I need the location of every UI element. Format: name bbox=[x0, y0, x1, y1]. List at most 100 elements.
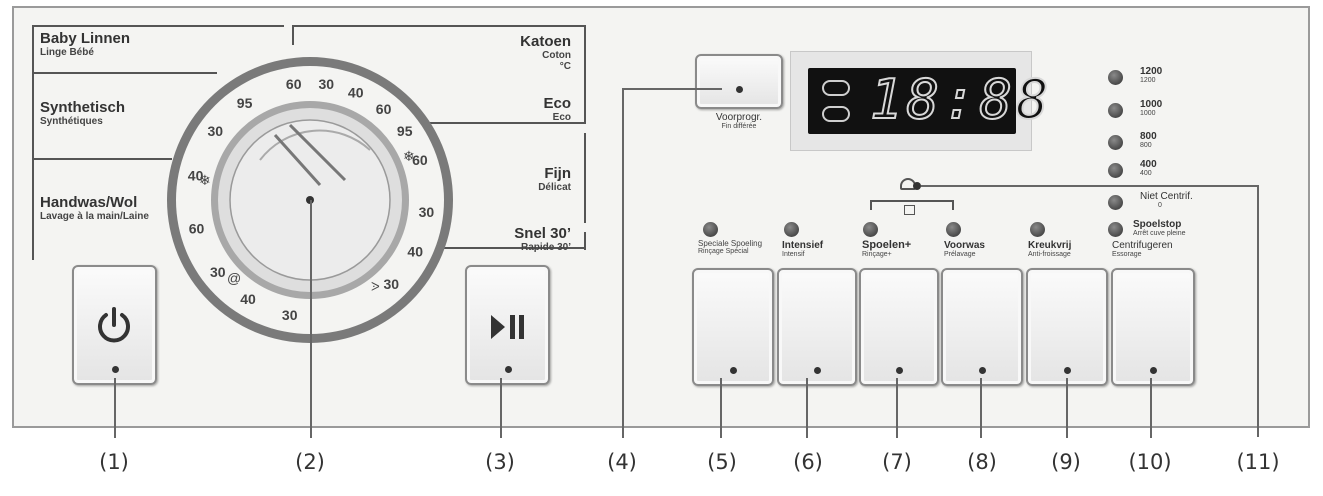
dial-temperature-label: 40 bbox=[407, 243, 423, 259]
callout-4-leader bbox=[622, 88, 624, 438]
spin-led-1000 bbox=[1108, 103, 1123, 118]
program-synthetisch: Synthetisch Synthétiques bbox=[40, 100, 125, 128]
dial-temperature-label: 30 bbox=[419, 204, 435, 220]
callout-8: (8) bbox=[967, 450, 997, 474]
spin-led-1200 bbox=[1108, 70, 1123, 85]
spin-led-rinse-hold bbox=[1108, 222, 1123, 237]
program-sub: Lavage à la main/Laine bbox=[40, 211, 149, 222]
quick-wash-icon: ᐷ bbox=[371, 280, 380, 294]
dial-temperature-label: 30 bbox=[210, 264, 226, 280]
option-led-extra-rinse bbox=[863, 222, 878, 237]
dial-grip-line-1 bbox=[273, 133, 322, 187]
right-label-bracket-3 bbox=[584, 232, 586, 250]
left-label-divider-2 bbox=[32, 158, 172, 160]
program-baby-linnen: Baby Linnen Linge Bébé bbox=[40, 31, 130, 59]
option-name: Spoelen+ bbox=[862, 239, 912, 251]
option-name: Centrifugeren bbox=[1112, 240, 1173, 251]
callout-4: (4) bbox=[607, 450, 637, 474]
callout-7-leader bbox=[896, 378, 898, 438]
callout-3-leader bbox=[500, 378, 502, 438]
option-sub: Rinçage Spécial bbox=[698, 248, 749, 255]
right-label-bracket-1 bbox=[584, 25, 586, 122]
dial-temperature-label: 30 bbox=[282, 307, 298, 323]
display-screen: 18:88 bbox=[808, 68, 1050, 134]
delay-start-button-dot bbox=[736, 86, 743, 93]
extra-rinse-button[interactable] bbox=[859, 268, 939, 386]
program-snel-30: Snel 30’ Rapide 30’ bbox=[514, 225, 571, 254]
button-dot bbox=[896, 367, 903, 374]
lock-icon bbox=[904, 205, 915, 215]
dial-icons: ❄ ❄ @ ᐷ bbox=[199, 148, 415, 294]
program-sub: Eco bbox=[552, 112, 571, 123]
spin-button[interactable] bbox=[1111, 268, 1195, 386]
power-button[interactable] bbox=[72, 265, 157, 385]
option-label-special-rinse: Speciale Spoeling Rinçage Spécial bbox=[698, 240, 762, 256]
callout-2: (2) bbox=[295, 450, 325, 474]
dial-temperature-label: 60 bbox=[189, 220, 205, 236]
button-dot bbox=[730, 367, 737, 374]
special-rinse-button[interactable] bbox=[692, 268, 774, 386]
wool-icon: @ bbox=[227, 270, 241, 286]
spin-led-400 bbox=[1108, 163, 1123, 178]
program-sub: Linge Bébé bbox=[40, 47, 94, 58]
power-icon bbox=[98, 307, 130, 343]
program-name: Fijn bbox=[544, 165, 571, 182]
delay-start-button[interactable] bbox=[695, 54, 783, 109]
option-sub: Essorage bbox=[1112, 251, 1142, 258]
program-name: Snel 30’ bbox=[514, 225, 571, 242]
option-name: Speciale Spoeling bbox=[698, 239, 763, 248]
callout-4-leader-h bbox=[622, 88, 722, 90]
option-name: Intensief bbox=[782, 240, 824, 251]
spin-sub: Arrêt cuve pleine bbox=[1133, 230, 1186, 237]
time-readout: 18:88 bbox=[869, 68, 1053, 131]
option-led-anti-crease bbox=[1030, 222, 1045, 237]
start-pause-button-dot bbox=[504, 366, 512, 373]
right-label-bracket-2 bbox=[584, 133, 586, 223]
child-lock-led bbox=[913, 182, 921, 190]
spin-name: 1200 bbox=[1140, 66, 1163, 77]
callout-9: (9) bbox=[1051, 450, 1081, 474]
left-label-top-line bbox=[32, 25, 284, 27]
spin-sub: 0 bbox=[1158, 202, 1162, 209]
spin-sub: 400 bbox=[1140, 170, 1152, 177]
option-led-prewash bbox=[946, 222, 961, 237]
child-lock-bracket bbox=[870, 200, 954, 202]
dial-temperature-label: 40 bbox=[348, 84, 364, 100]
intensive-button[interactable] bbox=[777, 268, 857, 386]
option-sub: Anti-froissage bbox=[1028, 251, 1071, 258]
callout-10-leader bbox=[1150, 378, 1152, 438]
anti-crease-button[interactable] bbox=[1026, 268, 1108, 386]
option-led-special-rinse bbox=[703, 222, 718, 237]
option-label-prewash: Voorwas Prélavage bbox=[944, 240, 985, 259]
button-dot bbox=[979, 367, 986, 374]
spin-label-1200: 1200 1200 bbox=[1140, 66, 1162, 85]
spin-label-rinse-hold: Spoelstop Arrêt cuve pleine bbox=[1133, 219, 1186, 238]
button-dot bbox=[1064, 367, 1071, 374]
callout-6-leader bbox=[806, 378, 808, 438]
delay-indicator-icon bbox=[822, 80, 850, 96]
spin-led-800 bbox=[1108, 135, 1123, 150]
spin-name: 1000 bbox=[1140, 99, 1163, 110]
program-sub: Rapide 30’ bbox=[520, 242, 571, 253]
child-lock-bracket-left bbox=[870, 200, 872, 210]
option-sub: Prélavage bbox=[944, 251, 976, 258]
start-pause-button[interactable] bbox=[465, 265, 550, 385]
spin-name: 800 bbox=[1140, 131, 1157, 142]
option-label-spin: Centrifugeren Essorage bbox=[1112, 240, 1173, 259]
button-dot bbox=[814, 367, 821, 374]
dial-temperature-label: 40 bbox=[240, 291, 256, 307]
left-label-divider-1 bbox=[32, 72, 217, 74]
dial-temperature-label: 30 bbox=[319, 76, 335, 92]
program-name: Handwas/Wol bbox=[40, 194, 138, 211]
callout-8-leader bbox=[980, 378, 982, 438]
callout-2-leader bbox=[310, 200, 312, 438]
dial-temperature-label: 40 bbox=[188, 168, 204, 184]
prewash-button[interactable] bbox=[941, 268, 1023, 386]
play-pause-icon bbox=[491, 315, 524, 339]
child-lock-line bbox=[921, 185, 1259, 187]
left-label-bracket bbox=[32, 25, 34, 260]
option-name: Voorwas bbox=[944, 240, 985, 251]
play-indicator-icon bbox=[822, 106, 850, 122]
spin-label-1000: 1000 1000 bbox=[1140, 99, 1162, 118]
